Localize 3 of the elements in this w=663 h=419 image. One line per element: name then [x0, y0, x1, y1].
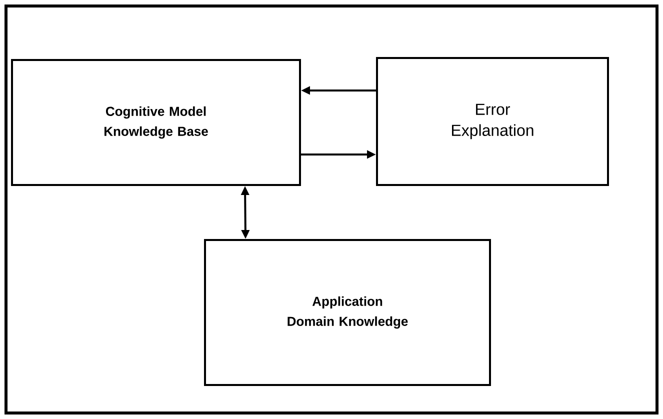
process-box: Cognitive Model Knowledge Base: [11, 59, 301, 186]
process-box: Error Explanation: [376, 57, 609, 186]
process-box: Application Domain Knowledge: [204, 239, 491, 386]
